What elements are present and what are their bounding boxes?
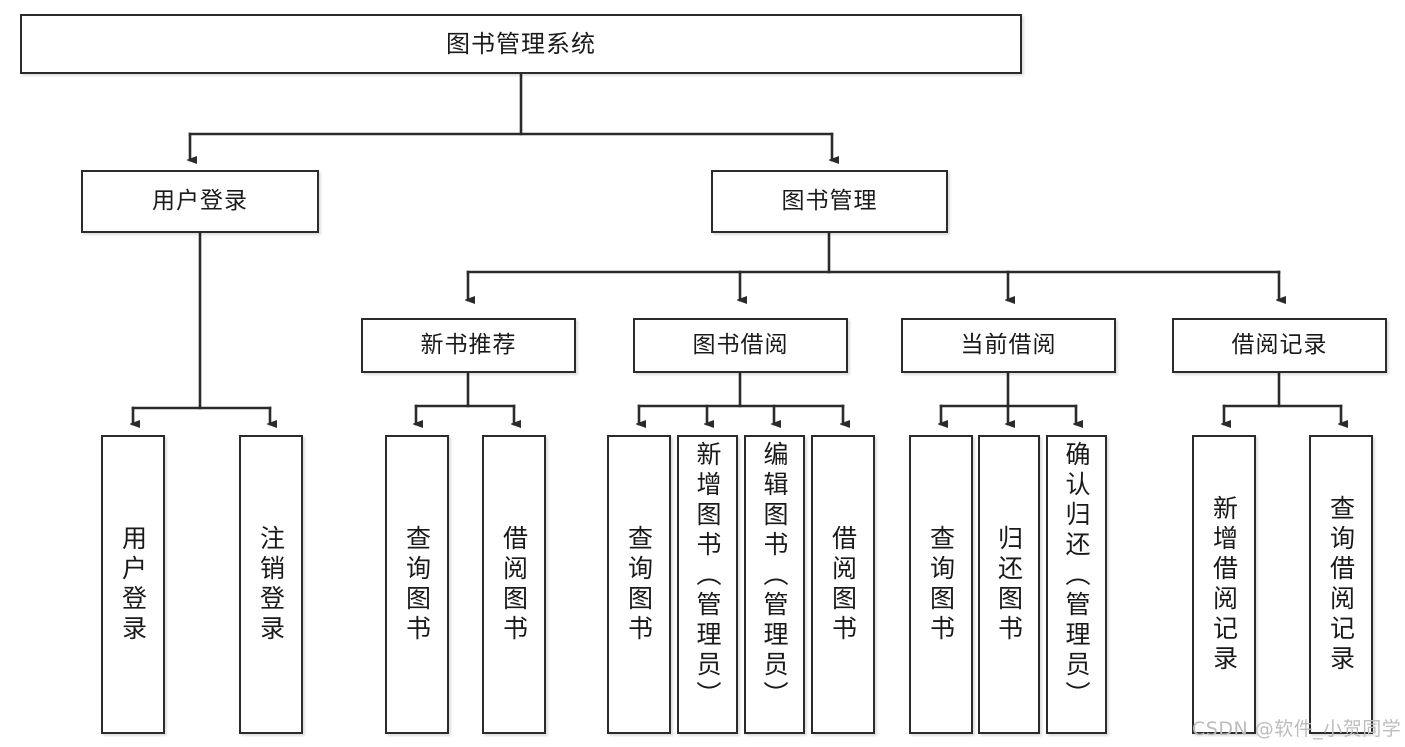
csdn-watermark: CSDN @软件_小贺同学 bbox=[1192, 718, 1402, 740]
node-label: 图书管理系统 bbox=[446, 29, 596, 58]
node-label: 用户登录 bbox=[118, 524, 148, 645]
node-root-system[interactable]: 图书管理系统 bbox=[20, 14, 1022, 74]
node-label: 借阅图书 bbox=[828, 524, 858, 645]
node-label: 用户登录 bbox=[152, 187, 248, 214]
node-label: 借阅记录 bbox=[1231, 331, 1328, 358]
leaf-query-book-current[interactable]: 查询图书 bbox=[909, 435, 973, 734]
leaf-confirm-return[interactable]: 确认归还（管理员） bbox=[1046, 435, 1107, 734]
node-label: 新增图书（管理员） bbox=[693, 441, 722, 711]
node-label: 查询图书 bbox=[624, 524, 654, 645]
node-book-manage[interactable]: 图书管理 bbox=[711, 170, 948, 233]
node-label: 借阅图书 bbox=[499, 524, 529, 645]
leaf-query-book-borrow[interactable]: 查询图书 bbox=[607, 435, 671, 734]
node-label: 查询图书 bbox=[402, 524, 432, 645]
node-label: 编辑图书（管理员） bbox=[760, 441, 789, 711]
node-label: 归还图书 bbox=[994, 524, 1024, 645]
leaf-add-borrow-record[interactable]: 新增借阅记录 bbox=[1192, 435, 1256, 734]
leaf-edit-book[interactable]: 编辑图书（管理员） bbox=[744, 435, 805, 734]
node-book-borrow[interactable]: 图书借阅 bbox=[633, 318, 848, 373]
node-label: 查询图书 bbox=[926, 524, 956, 645]
node-label: 注销登录 bbox=[256, 524, 286, 645]
node-current-borrow[interactable]: 当前借阅 bbox=[901, 318, 1116, 373]
leaf-query-borrow-record[interactable]: 查询借阅记录 bbox=[1309, 435, 1373, 734]
node-label: 当前借阅 bbox=[960, 331, 1057, 358]
leaf-user-login[interactable]: 用户登录 bbox=[101, 435, 165, 734]
node-user-login[interactable]: 用户登录 bbox=[81, 170, 319, 233]
leaf-logout-login[interactable]: 注销登录 bbox=[239, 435, 303, 734]
leaf-borrow-book-borrow[interactable]: 借阅图书 bbox=[811, 435, 875, 734]
node-borrow-record[interactable]: 借阅记录 bbox=[1172, 318, 1387, 373]
node-label: 图书借阅 bbox=[692, 331, 789, 358]
node-label: 图书管理 bbox=[781, 187, 878, 214]
node-label: 查询借阅记录 bbox=[1326, 494, 1356, 675]
node-label: 新书推荐 bbox=[420, 331, 517, 358]
leaf-borrow-book-recommend[interactable]: 借阅图书 bbox=[482, 435, 546, 734]
node-label: 新增借阅记录 bbox=[1209, 494, 1239, 675]
leaf-add-book[interactable]: 新增图书（管理员） bbox=[677, 435, 738, 734]
node-label: 确认归还（管理员） bbox=[1062, 441, 1091, 711]
node-new-book-recommend[interactable]: 新书推荐 bbox=[361, 318, 576, 373]
leaf-query-book-recommend[interactable]: 查询图书 bbox=[385, 435, 449, 734]
leaf-return-book[interactable]: 归还图书 bbox=[978, 435, 1040, 734]
